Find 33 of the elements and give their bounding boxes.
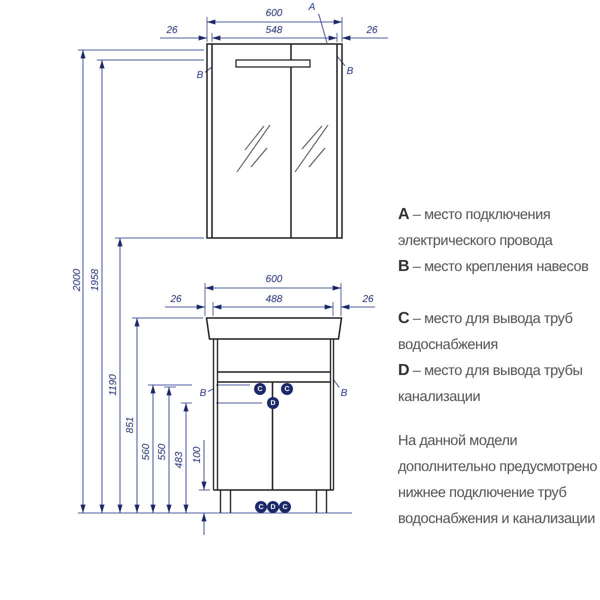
leader-line [318,14,328,44]
legend-text: D – место для вывода трубы канализации [398,361,584,407]
leader-line [336,56,346,66]
leader-line [208,388,214,392]
dimension-value: 600 [266,275,282,285]
callout-letter: B [345,66,355,78]
dimension-value: 600 [266,9,282,19]
note-text: На данной модели дополнительно предусмотрено нижнее подключение труб водоснабжения и канализации [398,432,598,529]
dimension-value: 26 [362,295,374,305]
dimension-value: 100 [193,446,203,464]
dimension-value: 488 [266,295,282,305]
dimension-value: 483 [175,452,185,468]
dimension-value: 1190 [109,374,119,396]
leader-line [204,66,212,73]
callout-letter: A [306,2,318,14]
callout-letter: B [339,388,349,400]
dimension-value: 26 [166,26,178,36]
dimension-value: 550 [158,444,168,460]
dimension-value: 2000 [73,268,83,292]
dimension-value: 26 [366,26,378,36]
dimension-value: 548 [266,26,282,36]
legend-text: B – место крепления навесов [398,257,590,277]
vanity-cabinet-drawing [204,317,342,514]
legend-text: C – место для вывода труб водоснабжения [398,309,574,355]
callout-letter: B [195,70,205,82]
dimension-value: 1958 [91,268,101,292]
legend-text: A – место подключения электрического провода [398,205,554,251]
callout-letter: B [198,389,208,399]
dimension-value: 851 [126,416,136,434]
dimension-value: 26 [170,295,182,305]
leader-line [332,378,340,388]
mirror-cabinet-drawing [205,42,343,239]
dimension-value: 560 [142,444,152,460]
